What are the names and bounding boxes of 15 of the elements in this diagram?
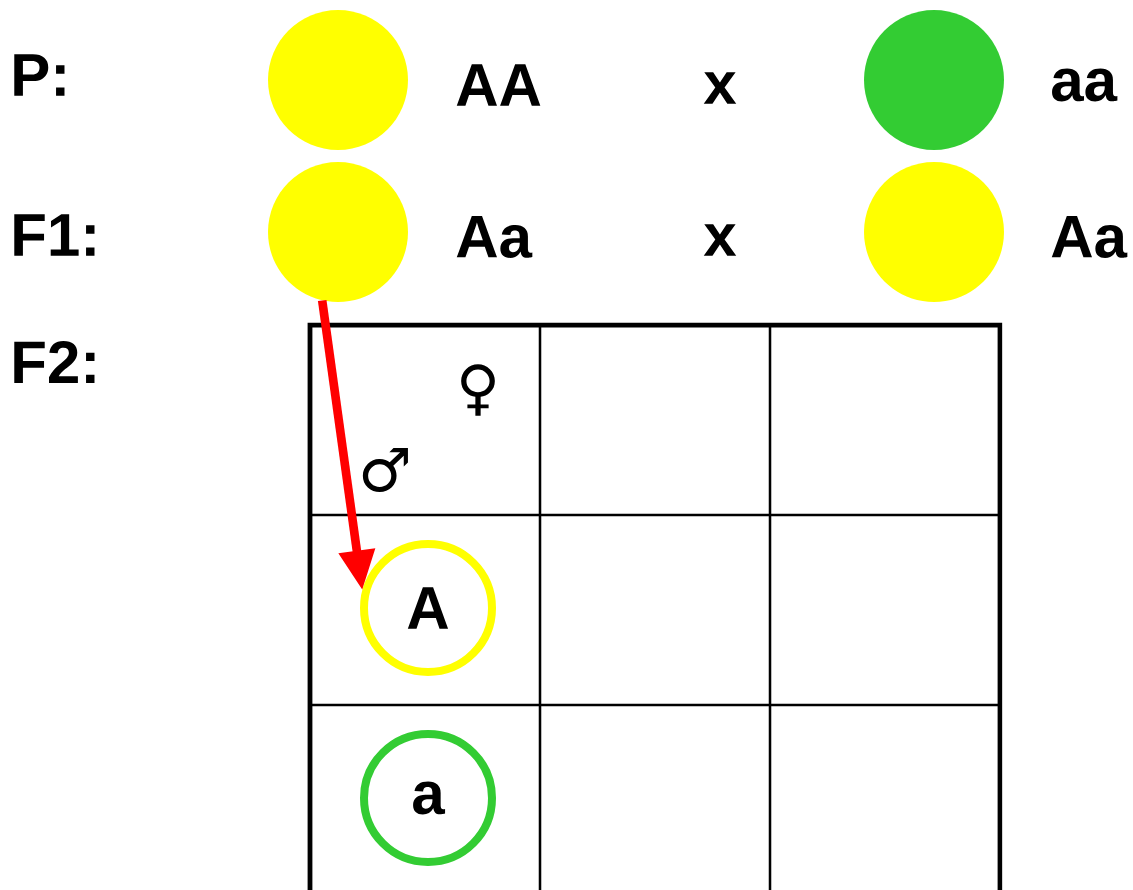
cross-sign: x: [703, 224, 737, 256]
filled-circle: [864, 162, 1004, 302]
generation-label: F2:: [14, 341, 95, 383]
female-symbol: ♀: [461, 364, 495, 416]
genotype-label: aa: [1052, 68, 1118, 102]
generation-label: F1:: [14, 214, 95, 256]
genotype-label: Aa: [456, 216, 533, 258]
cross-sign: x: [703, 72, 737, 104]
genotype-label: AA: [456, 64, 541, 106]
filled-circle: [268, 10, 408, 150]
filled-circle: [864, 10, 1004, 150]
generation-label: P:: [14, 54, 65, 96]
male-symbol: ♂: [362, 448, 408, 493]
filled-circle: [268, 162, 408, 302]
genotype-label: Aa: [1051, 216, 1128, 258]
